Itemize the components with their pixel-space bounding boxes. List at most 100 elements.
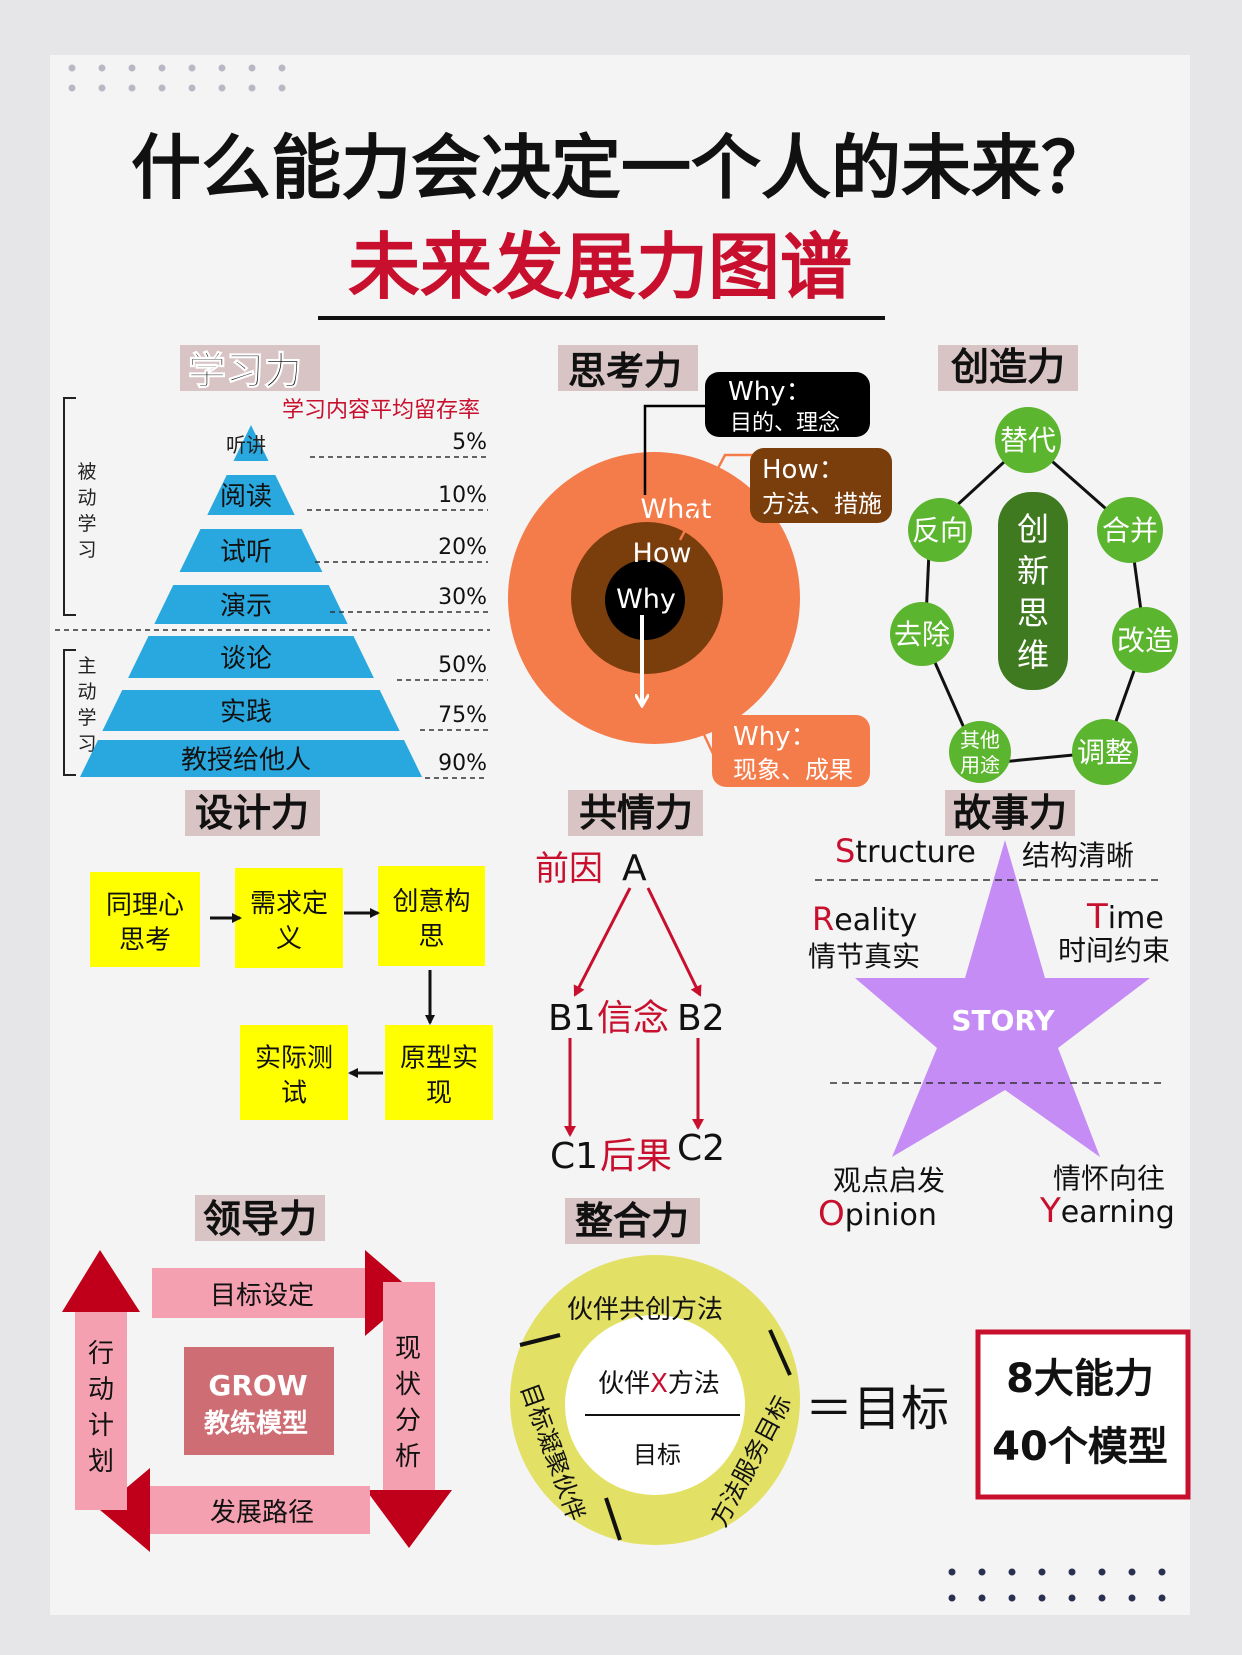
passive-label-char: 学	[77, 513, 96, 535]
creativity-node-label: 合并	[1102, 514, 1158, 547]
decor-dot	[128, 84, 136, 92]
decor-dot	[278, 64, 286, 72]
creativity-node	[1112, 607, 1178, 673]
decor-dot	[188, 84, 196, 92]
creativity-node-label: 改造	[1117, 624, 1173, 657]
story-opinion-en: Opinion	[818, 1194, 937, 1234]
empathy-heading-bg	[568, 790, 703, 836]
learning-heading: 学习力	[188, 349, 302, 393]
creativity-node	[949, 721, 1011, 783]
creativity-node-label: 替代	[1000, 424, 1056, 457]
pyramid-level	[207, 475, 295, 515]
retention-rate: 75%	[438, 703, 487, 728]
design-step-label: 试	[281, 1079, 307, 1109]
decor-dot	[158, 84, 166, 92]
retention-rate: 5%	[452, 430, 487, 455]
design-step-label: 现	[426, 1079, 452, 1109]
empathy-arrow-a-b1	[573, 887, 632, 997]
lead-head-left	[62, 1250, 140, 1312]
pyramid-level-label: 教授给他人	[181, 746, 311, 776]
creativity-node	[890, 602, 954, 666]
active-label-char: 学	[77, 707, 96, 729]
story-structure-cn: 结构清晰	[1022, 839, 1134, 872]
summary-box	[975, 1329, 1191, 1500]
lead-reality-char: 析	[395, 1442, 421, 1472]
result-callout-text: 现象、成果	[733, 756, 853, 784]
story-heading: 故事力	[953, 791, 1067, 835]
integration-ring-gap-right	[768, 1329, 792, 1376]
story-yearning-en: Yearning	[1039, 1191, 1175, 1231]
integration-core	[565, 1315, 745, 1495]
story-reality-cn: 情节真实	[808, 940, 920, 973]
lead-arm-top	[152, 1268, 367, 1318]
lead-arm-left	[75, 1312, 127, 1510]
creativity-heading-bg	[938, 345, 1078, 391]
retention-rate: 30%	[438, 585, 487, 610]
innovation-char: 创	[1017, 510, 1049, 548]
integration-section: 整合力 伙伴共创方法 目标凝聚伙伴 方法服务目标 伙伴X方法 目标 ＝目标	[510, 1198, 949, 1545]
creativity-node-label: 其他	[960, 728, 1000, 752]
lead-action-char: 划	[88, 1447, 114, 1477]
ring-why-label: Why	[616, 584, 676, 615]
thinking-heading-bg	[558, 345, 698, 391]
retention-rate: 90%	[438, 751, 487, 776]
passive-label-char: 动	[77, 487, 96, 509]
lead-path: 发展路径	[210, 1498, 314, 1528]
retention-rate: 50%	[438, 653, 487, 678]
story-time-en: Time	[1086, 897, 1164, 937]
creativity-node-label: 用途	[960, 753, 1000, 777]
creativity-node	[1097, 497, 1163, 563]
integration-ring-gap-left	[519, 1333, 561, 1347]
pyramid-level	[102, 690, 400, 731]
decor-dot	[948, 1568, 956, 1576]
decor-dot	[1008, 1568, 1016, 1576]
creativity-node-label: 去除	[894, 618, 950, 651]
how-callout-connector	[678, 453, 755, 541]
summary-line-2: 40个模型	[992, 1424, 1168, 1470]
design-step-box	[240, 1025, 348, 1120]
story-yearning-cn: 情怀向往	[1053, 1162, 1165, 1195]
page-title: 什么能力会决定一个人的未来？	[131, 127, 1111, 209]
grow-title: GROW	[208, 1369, 307, 1402]
pyramid-level-label: 实践	[220, 698, 272, 728]
how-callout	[750, 448, 892, 523]
creativity-node-label: 反向	[912, 514, 968, 547]
lead-action-char: 行	[88, 1339, 114, 1369]
passive-label-char: 习	[77, 539, 96, 561]
story-center: STORY	[951, 1004, 1055, 1037]
how-callout-text: 方法、措施	[762, 490, 882, 518]
design-step-label: 思	[418, 922, 444, 952]
integration-center-top: 伙伴X方法	[598, 1369, 720, 1399]
design-step-box	[385, 1025, 493, 1120]
why-callout-text: 目的、理念	[730, 411, 840, 436]
decor-dot	[98, 64, 106, 72]
retention-rate: 20%	[438, 535, 487, 560]
pyramid-level-label: 听讲	[226, 433, 266, 457]
innovation-center	[998, 492, 1068, 690]
creativity-node	[908, 498, 972, 562]
thinking-section: 思考力 What How Why Why： 目的、理念 How： 方法、措施 W…	[508, 345, 892, 787]
decor-dots-bottom	[948, 1568, 1166, 1602]
decor-dot	[948, 1594, 956, 1602]
design-step-box	[90, 872, 200, 967]
pyramid-level-label: 演示	[220, 592, 272, 622]
decor-dot	[1068, 1568, 1076, 1576]
design-step-box	[378, 866, 485, 966]
lead-reality-char: 状	[395, 1370, 421, 1400]
story-reality-en: Reality	[812, 900, 917, 938]
decor-dot	[158, 64, 166, 72]
lead-reality-char: 分	[395, 1406, 421, 1436]
decor-dot	[248, 64, 256, 72]
empathy-c1: C1	[550, 1136, 598, 1177]
decor-dot	[1098, 1568, 1106, 1576]
pyramid-level	[179, 529, 323, 572]
innovation-char: 思	[1017, 594, 1049, 632]
pyramid-level-label: 阅读	[220, 482, 272, 512]
